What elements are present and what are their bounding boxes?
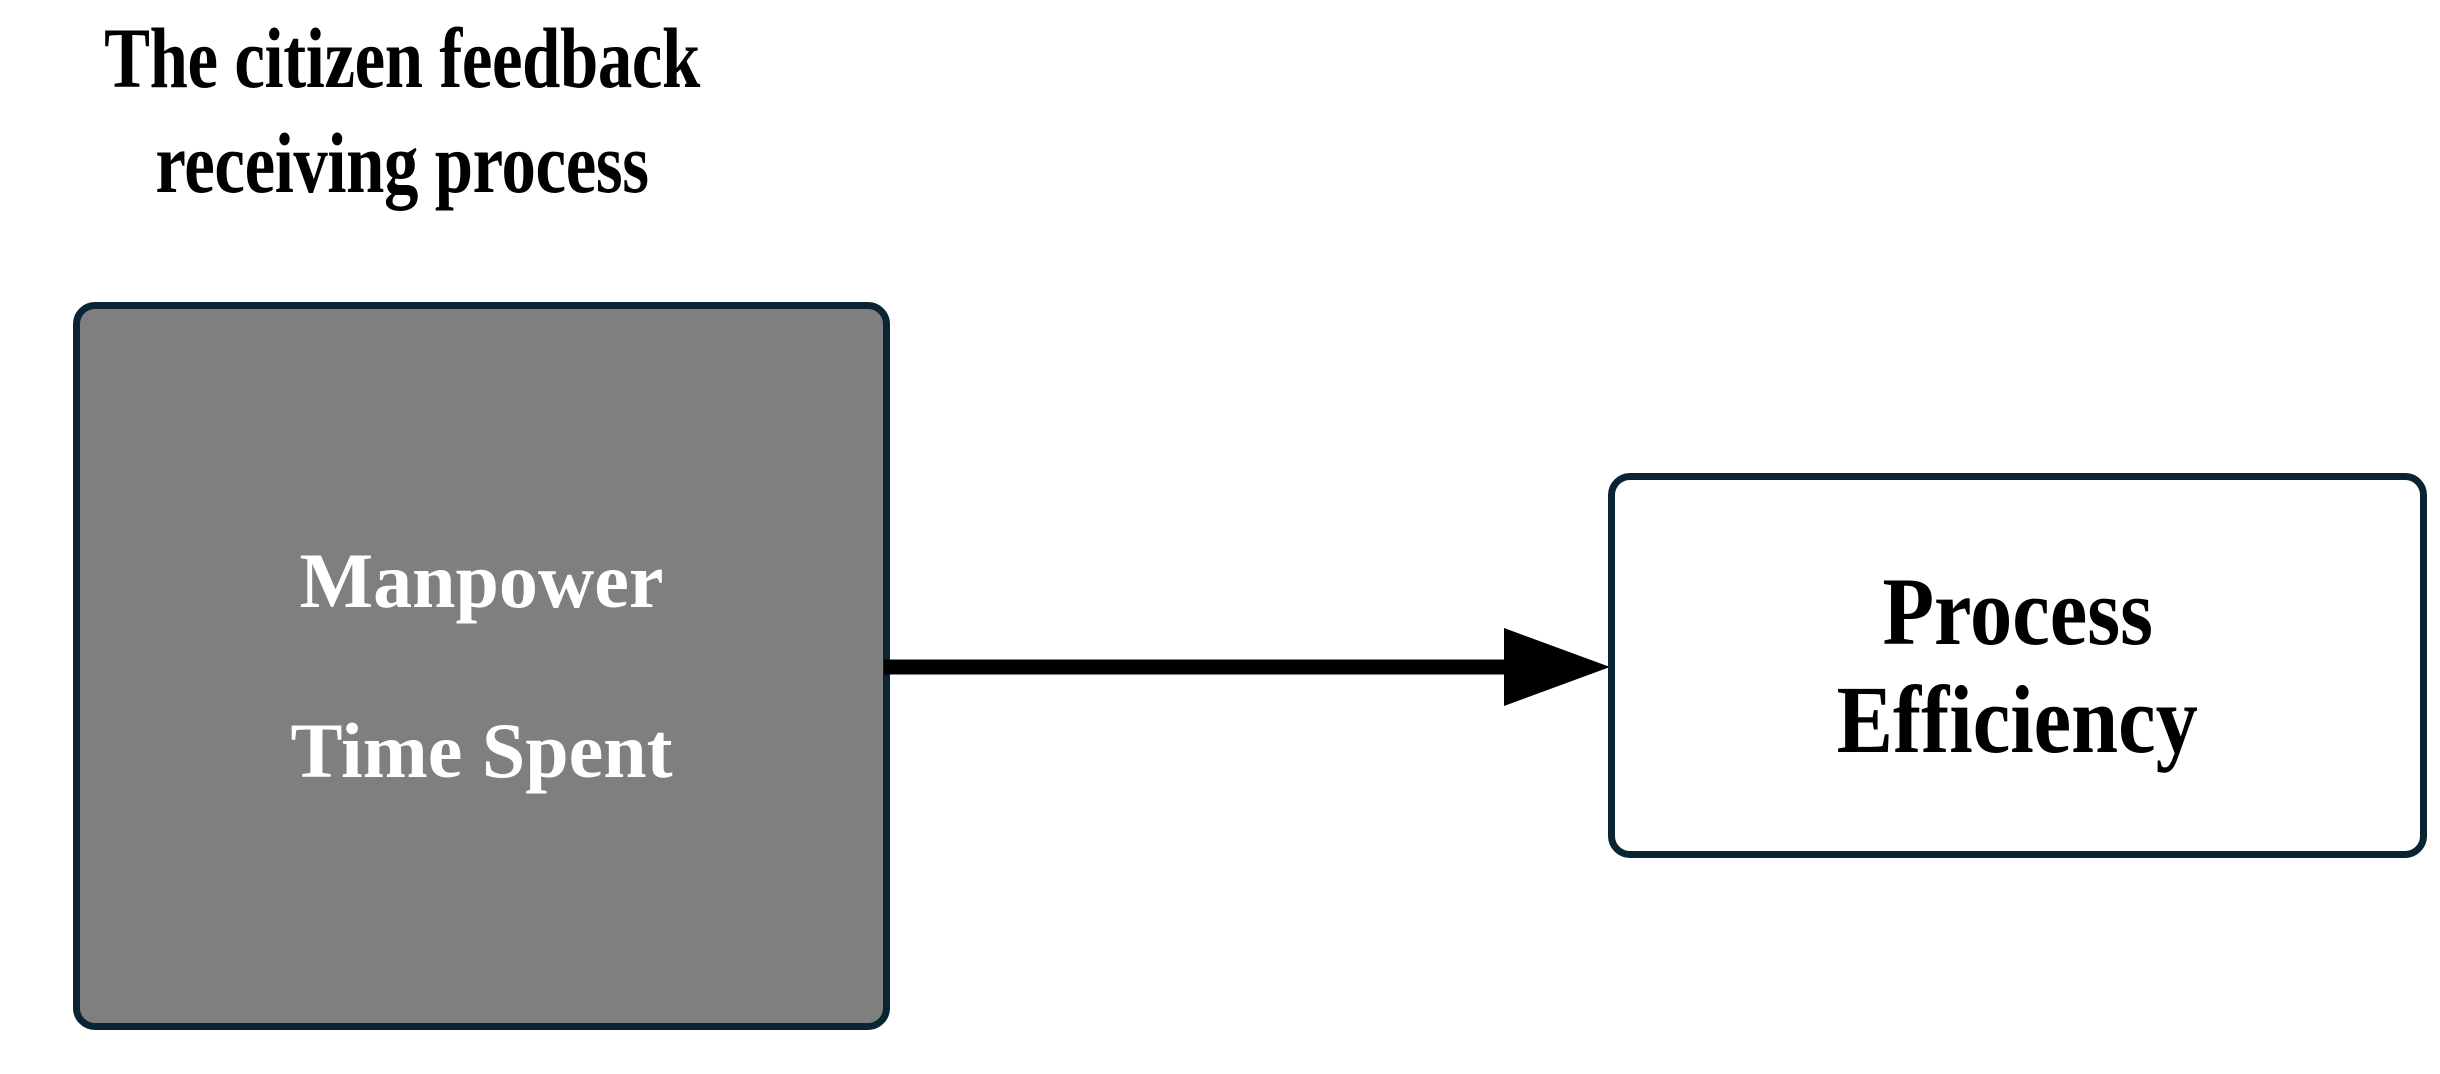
page-title-line-2: receiving process bbox=[155, 114, 649, 211]
arrow-input-to-outcome-icon bbox=[884, 628, 1610, 706]
outcome-label-efficiency: Efficiency bbox=[1836, 665, 2199, 773]
outcome-label-process: Process bbox=[1882, 557, 2153, 665]
page-title: The citizen feedback receiving process bbox=[18, 6, 786, 216]
arrow-head bbox=[1504, 628, 1610, 706]
outcome-box[interactable]: Process Efficiency bbox=[1608, 473, 2427, 858]
input-label-time-spent: Time Spent bbox=[290, 707, 673, 794]
input-factors-box[interactable]: Manpower Time Spent bbox=[73, 302, 890, 1030]
input-label-manpower: Manpower bbox=[299, 537, 664, 624]
page-title-line-1: The citizen feedback bbox=[104, 10, 700, 106]
